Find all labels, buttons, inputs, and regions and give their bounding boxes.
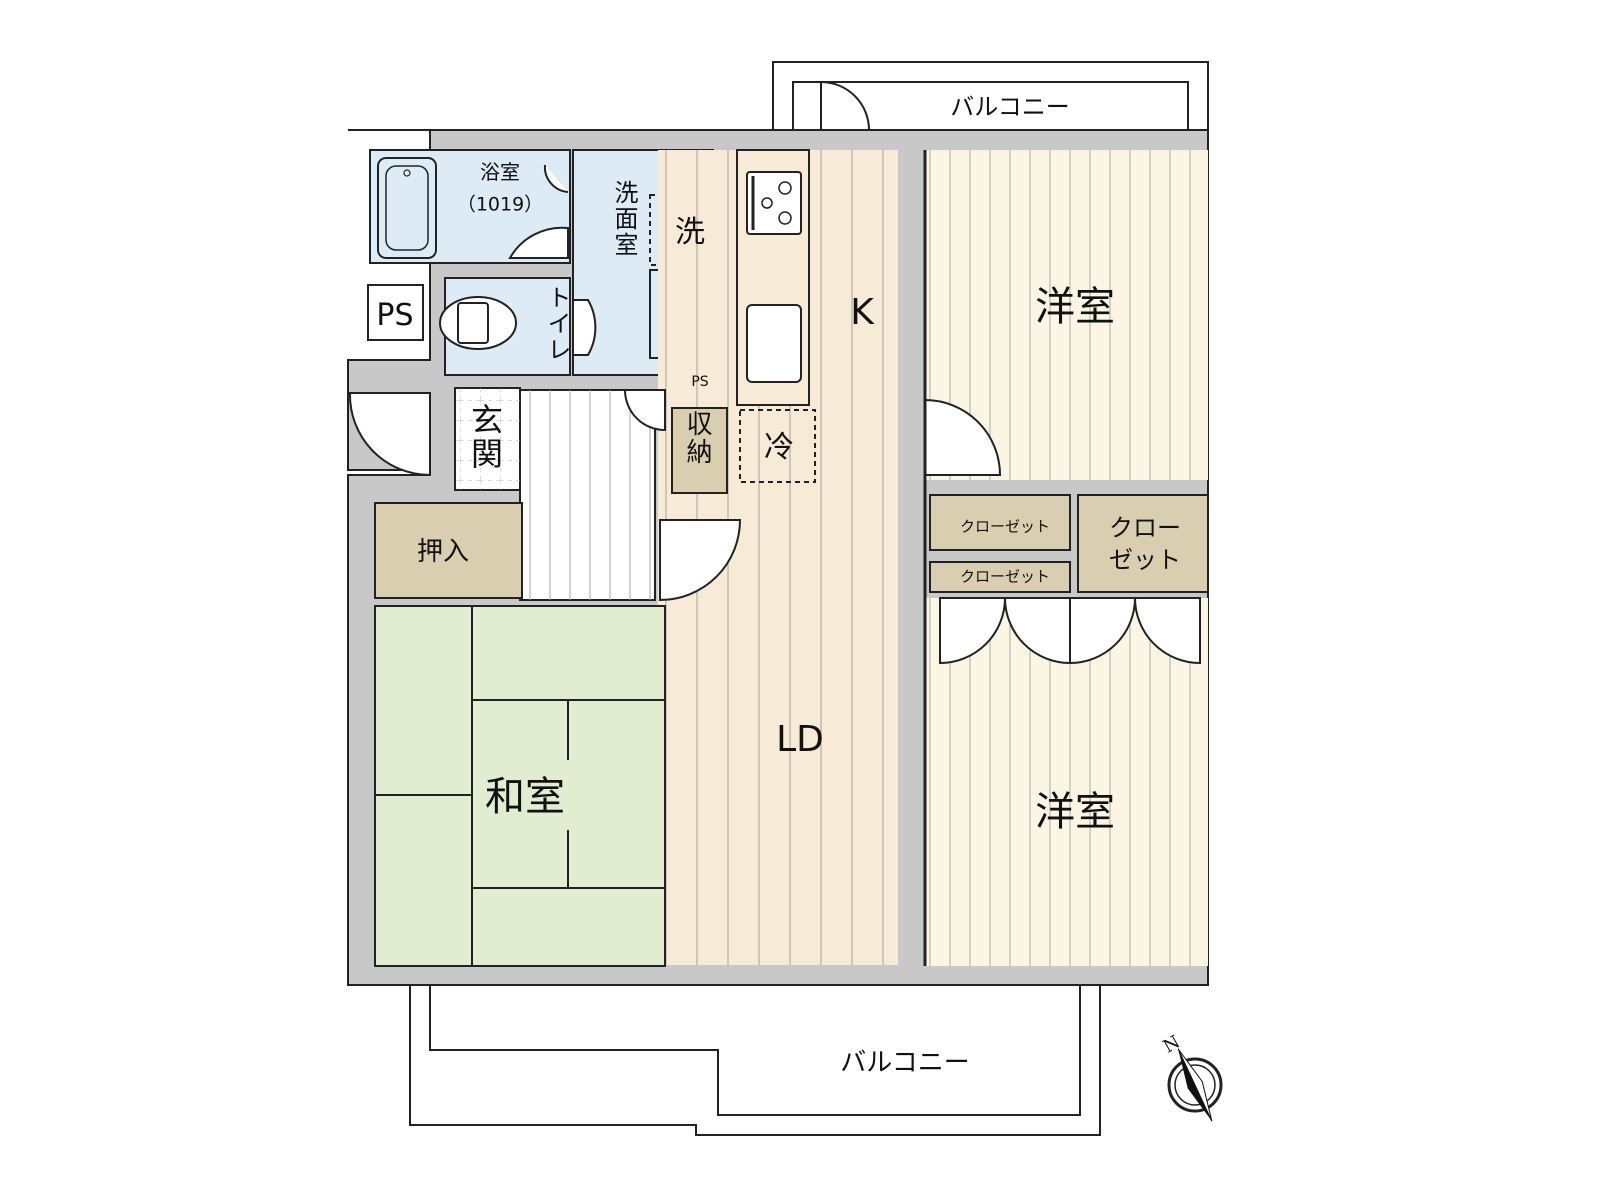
closet-doors-swing <box>939 597 1201 665</box>
closet-small-2-label: クローゼット <box>959 567 1051 586</box>
toilet-label: トイレ <box>543 285 571 363</box>
toilet-door-swing <box>572 299 597 356</box>
closet-large-label-line2: ゼット <box>1109 546 1181 574</box>
storage-label: 収納 <box>682 410 712 466</box>
balcony-south <box>409 985 1101 1136</box>
ld-label: LD <box>776 719 824 760</box>
compass-icon <box>1167 1048 1223 1122</box>
washer-label: 洗 <box>675 215 705 250</box>
ps-small-label: PS <box>691 374 709 390</box>
ps-large-box <box>367 284 424 341</box>
closet-large-label-line1: クロー <box>1109 514 1181 542</box>
kitchen-sink-icon <box>746 304 802 383</box>
balcony-north-label: バルコニー <box>950 93 1070 121</box>
kitchen-label: K <box>850 292 874 333</box>
hall-door-swing <box>659 519 742 602</box>
balcony-north <box>772 61 1209 131</box>
storage-closet <box>671 407 728 494</box>
western-north-door-swing <box>924 398 1002 476</box>
bathroom-size-label: （1019） <box>456 193 544 216</box>
oshiire-label: 押入 <box>416 537 470 567</box>
bath-door-swing <box>508 226 569 259</box>
balcony-south-label: バルコニー <box>840 1048 970 1078</box>
closet-small-1 <box>929 494 1071 551</box>
bathroom-label: 浴室 <box>480 160 520 184</box>
washroom-label: 洗面室 <box>610 180 638 258</box>
oshiire <box>374 502 523 599</box>
western-room-north-label: 洋室 <box>1035 284 1115 330</box>
fridge-label: 冷 <box>764 430 794 465</box>
washitsu-tatami <box>374 605 666 967</box>
closet-small-2 <box>929 561 1071 593</box>
toilet-icon <box>439 296 517 350</box>
washitsu-label: 和室 <box>485 774 565 820</box>
closet-large <box>1077 494 1209 593</box>
western-room-south-label: 洋室 <box>1035 789 1115 835</box>
closet-small-1-label: クローゼット <box>959 517 1051 536</box>
bathtub-icon <box>377 157 437 259</box>
fridge-space <box>739 409 816 483</box>
entrance-label: 玄関 <box>466 403 504 471</box>
stove-icon <box>746 171 802 235</box>
front-door-swing <box>348 392 431 477</box>
ps-large-label: PS <box>376 298 414 333</box>
